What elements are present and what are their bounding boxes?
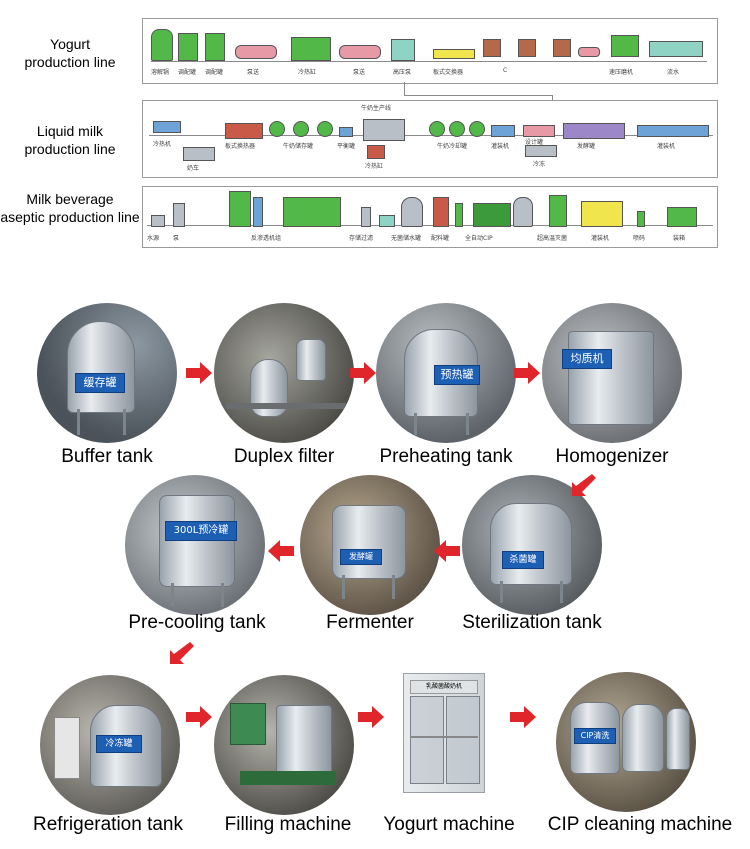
arrow-right-icon	[358, 706, 384, 728]
filling-machine-photo	[214, 675, 354, 815]
fermenter-photo: 发酵罐	[300, 475, 440, 615]
cap-dissolving: 溶解锅	[151, 69, 170, 76]
cip-cleaning-machine-photo: CIP清洗	[556, 672, 696, 812]
cooling-tank-icon	[429, 121, 445, 137]
sterilization-tank-plate: 杀菌罐	[502, 551, 544, 569]
line-label-milk-beverage: Milk beverage aseptic production line	[0, 191, 140, 225]
duplex-filter-photo	[214, 303, 354, 443]
fermentation-tank-3-icon	[553, 39, 571, 57]
arrow-right-icon	[350, 362, 376, 384]
pump-3-icon	[578, 47, 600, 57]
pre-cooling-tank-label: Pre-cooling tank	[128, 612, 266, 633]
refrigeration-tank-photo: 冷冻罐	[40, 675, 180, 815]
preheating-tank-plate: 预热罐	[434, 365, 480, 385]
preheating-tank-photo: 预热罐	[376, 303, 516, 443]
aseptic-water-tank-icon	[401, 197, 423, 227]
yogurt-machine-label: Yogurt machine	[383, 814, 515, 835]
mixing-tank-icon	[178, 33, 198, 61]
design-tank-icon	[523, 125, 555, 137]
sterilization-tank-photo: 杀菌罐	[462, 475, 602, 615]
sterilization-tank-label: Sterilization tank	[462, 612, 602, 633]
fermentation-tank-icon	[483, 39, 501, 57]
filling-machine-icon	[491, 125, 515, 137]
liquid-milk-line-panel: 牛奶生产线 冷热机 奶车 板式换热器 牛奶储存罐 平衡罐 冷热缸 牛奶冷却罐 灌…	[142, 100, 718, 178]
ozone-sterilizer-icon	[379, 215, 395, 227]
uht-sterilizer-icon	[549, 195, 567, 227]
ro-unit-icon	[283, 197, 341, 227]
preheating-tank-label: Preheating tank	[379, 446, 513, 467]
buffer-tank-photo: 缓存罐	[37, 303, 177, 443]
buffer-tank-label: Buffer tank	[61, 446, 153, 467]
refrigeration-tank-plate: 冷冻罐	[96, 735, 142, 753]
filling-machine-2-icon	[637, 125, 709, 137]
hot-cold-tank-icon	[291, 37, 331, 61]
homogenizer-photo: 均质机	[542, 303, 682, 443]
cooling-tank-2-icon	[449, 121, 465, 137]
pre-cooling-tank-plate: 300L预冷罐	[165, 521, 237, 541]
yogurt-machine-header: 乳酸菌酸奶机	[410, 680, 478, 694]
filling-press-icon	[611, 35, 639, 57]
milk-beverage-line-panel: 水源 泵 反渗透机组 存储过滤 无菌储水罐 配料罐 全自动CIP 超高温灭菌 灌…	[142, 186, 718, 248]
buffer-tank-plate: 缓存罐	[75, 373, 125, 393]
arrow-right-icon	[186, 362, 212, 384]
cooling-tank-3-icon	[469, 121, 485, 137]
pump-2-icon	[339, 45, 381, 59]
yogurt-machine-image: 乳酸菌酸奶机	[403, 673, 485, 793]
line-label-liquid-milk: Liquid milk production line	[24, 123, 116, 157]
fermenter-plate: 发酵罐	[340, 549, 382, 565]
milk-storage-tank-icon	[269, 121, 285, 137]
arrow-down-left-icon	[572, 474, 596, 496]
duplex-filter-label: Duplex filter	[233, 446, 335, 467]
mixing-tank-2-icon	[205, 33, 225, 61]
homogenizer-label: Homogenizer	[555, 446, 669, 467]
arrow-right-icon	[510, 706, 536, 728]
balance-tank-icon	[339, 127, 353, 137]
homogenizer-icon	[363, 119, 405, 141]
coder-icon	[637, 211, 645, 227]
milk-storage-tank-2-icon	[293, 121, 309, 137]
pre-cooling-tank-photo: 300L预冷罐	[125, 475, 265, 615]
bottle-filling-icon	[581, 201, 623, 227]
refrigeration-tank-label: Refrigeration tank	[33, 814, 183, 835]
cooling-machine-icon	[153, 121, 181, 133]
batching-tank-icon	[433, 197, 449, 227]
pump-icon	[173, 203, 185, 227]
conveyor-icon	[649, 41, 703, 57]
aseptic-tank-icon	[513, 197, 533, 227]
cip-cleaning-plate: CIP清洗	[574, 728, 616, 744]
cip-cleaning-machine-label: CIP cleaning machine	[547, 814, 733, 835]
pasteurizer-icon	[367, 145, 385, 159]
arrow-down-left-icon	[170, 642, 194, 664]
fermentation-tank-2-icon	[518, 39, 536, 57]
fermenter-label: Fermenter	[326, 612, 414, 633]
yogurt-line-panel: 溶解锅 调配罐 调配罐 泵送 冷热缸 泵送 高压泵 板式交换器 C 速压磨机 流…	[142, 18, 718, 84]
homogenizer-plate: 均质机	[562, 349, 612, 369]
milk-storage-tank-3-icon	[317, 121, 333, 137]
milk-truck-icon	[183, 147, 215, 161]
filling-machine-label: Filling machine	[224, 814, 352, 835]
arrow-right-icon	[514, 362, 540, 384]
fermentation-tank-icon	[563, 123, 625, 139]
filter-icon	[455, 203, 463, 227]
pump-icon	[235, 45, 277, 59]
dissolving-tank-icon	[151, 29, 173, 61]
arrow-left-icon	[268, 540, 294, 562]
high-pressure-pump-icon	[391, 39, 415, 61]
reverse-osmosis-icon	[229, 191, 251, 227]
cip-icon	[473, 203, 511, 227]
plate-exchanger-icon	[433, 49, 475, 59]
arrow-right-icon	[186, 706, 212, 728]
water-source-icon	[151, 215, 165, 227]
plate-heat-exchanger-icon	[225, 123, 263, 139]
ro-tank-icon	[253, 197, 263, 227]
arrow-left-icon	[434, 540, 460, 562]
freezer-icon	[525, 145, 557, 157]
storage-filter-icon	[361, 207, 371, 227]
line-label-yogurt: Yogurt production line	[24, 36, 116, 70]
packer-icon	[667, 207, 697, 227]
